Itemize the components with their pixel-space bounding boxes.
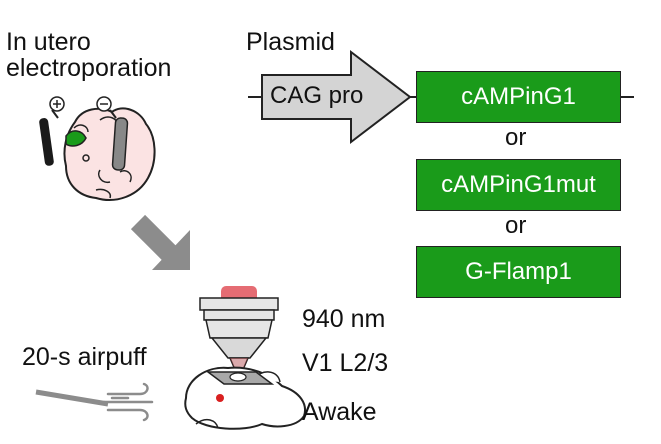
promoter-arrow xyxy=(261,49,412,145)
sensor-label: cAMPinG1mut xyxy=(441,171,596,198)
airpuff-illustration xyxy=(35,382,154,422)
transfected-region xyxy=(65,130,87,147)
or-separator-2: or xyxy=(505,212,527,239)
negative-electrode xyxy=(111,117,129,171)
wind-icon xyxy=(102,382,154,422)
sensor-box-campinG1: cAMPinG1 xyxy=(416,71,621,123)
plasmid-heading: Plasmid xyxy=(246,28,335,56)
mouse-illustration xyxy=(184,366,306,430)
brain-outline xyxy=(63,107,156,201)
procedure-title-line1: In utero xyxy=(6,28,91,56)
brain-electroporation-illustration xyxy=(39,96,156,201)
sensor-label: cAMPinG1 xyxy=(461,83,576,110)
procedure-title-line2: electroporation xyxy=(6,54,172,82)
sensor-box-campinG1mut: cAMPinG1mut xyxy=(416,159,621,211)
process-arrow xyxy=(130,214,190,270)
wavelength-label: 940 nm xyxy=(302,305,386,333)
state-label: Awake xyxy=(302,398,377,426)
airpuff-nozzle xyxy=(35,389,109,407)
mouse-body xyxy=(184,366,306,430)
stimulus-label: 20-s airpuff xyxy=(22,343,147,371)
region-label: V1 L2/3 xyxy=(302,349,389,377)
sensor-box-g-flamp1: G-Flamp1 xyxy=(416,246,621,298)
mouse-eye xyxy=(216,394,224,402)
or-separator-1: or xyxy=(505,124,527,151)
positive-electrode xyxy=(39,118,54,166)
promoter-label: CAG pro xyxy=(270,82,364,109)
sensor-label: G-Flamp1 xyxy=(465,258,572,285)
microscope-objective xyxy=(199,286,279,373)
